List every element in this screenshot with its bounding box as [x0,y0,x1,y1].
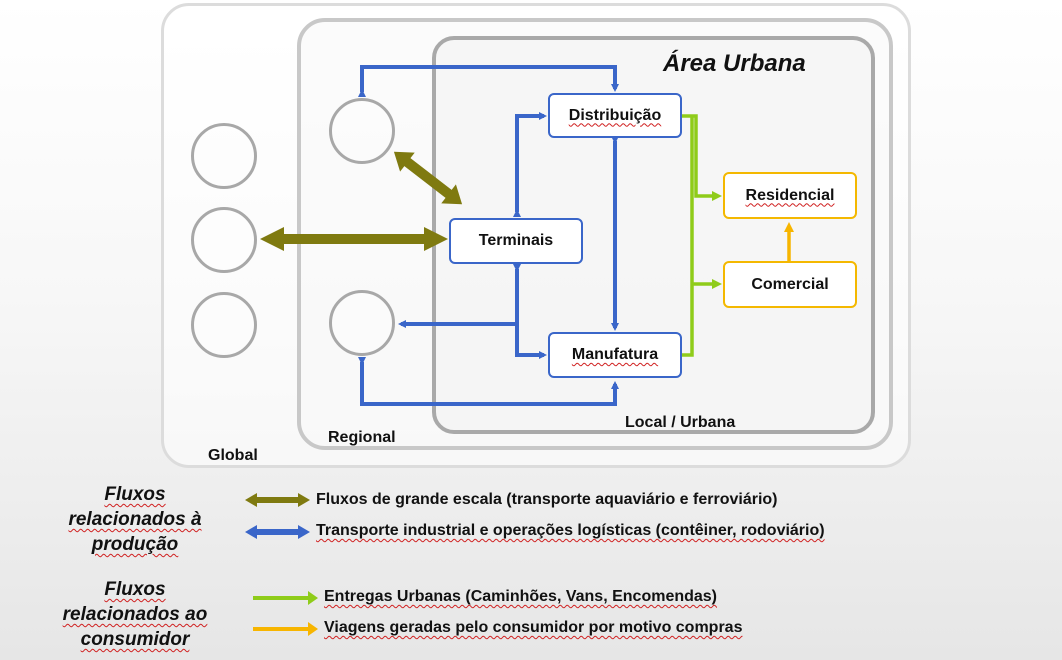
urban-area-title: Área Urbana [663,50,806,77]
legend-heading-line: relacionados ao [62,604,208,625]
logistics-flow-arrow [358,357,619,406]
node-label: Comercial [751,275,829,293]
node-label: Residencial [745,186,835,204]
legend-item-urban-delivery: Entregas Urbanas (Caminhões, Vans, Encom… [324,588,718,605]
node-distribuicao: Distribuição [548,93,682,138]
legend-heading-line: relacionados à [68,509,202,530]
logistics-flow-arrow [358,65,619,97]
node-label: Terminais [478,232,554,249]
regional-node-circle [329,290,395,356]
regional-node-circle [329,98,395,164]
urban-delivery-arrow [682,114,722,201]
node-label: Manufatura [571,346,659,363]
logistics-flow-arrow [513,264,547,359]
global-node-circle [191,123,257,189]
node-terminais: Terminais [449,218,583,264]
global-zone-label: Global [208,447,258,464]
legend-heading-line: produção [91,534,179,555]
legend-item-industrial: Transporte industrial e operações logíst… [316,522,825,539]
global-node-circle [191,207,257,273]
global-node-circle [191,292,257,358]
legend-swatch-large-scale [245,493,310,507]
legend-swatch-industrial [245,525,310,539]
legend-production-heading: Fluxos relacionados à produção [40,482,230,557]
legend-swatch-consumer [253,622,318,636]
large-scale-flow-arrow [393,151,463,205]
urban-delivery-line [682,116,694,357]
legend-heading-line: Fluxos [104,484,166,505]
legend-heading-line: Fluxos [104,579,166,600]
legend-consumer-heading: Fluxos relacionados ao consumidor [40,577,230,652]
legend-heading-line: consumidor [80,629,190,650]
node-comercial: Comercial [723,261,857,308]
legend-swatch-urban-delivery [253,591,318,605]
node-manufatura: Manufatura [548,332,682,378]
logistics-flow-arrow [513,112,547,217]
local-zone-label: Local / Urbana [625,414,736,431]
large-scale-flow-arrow [260,227,448,251]
node-residencial: Residencial [723,172,857,219]
node-label: Distribuição [568,106,662,124]
legend-item-consumer: Viagens geradas pelo consumidor por moti… [324,619,743,636]
regional-zone-label: Regional [328,429,396,446]
legend-item-large-scale: Fluxos de grande escala (transporte aqua… [316,491,778,508]
